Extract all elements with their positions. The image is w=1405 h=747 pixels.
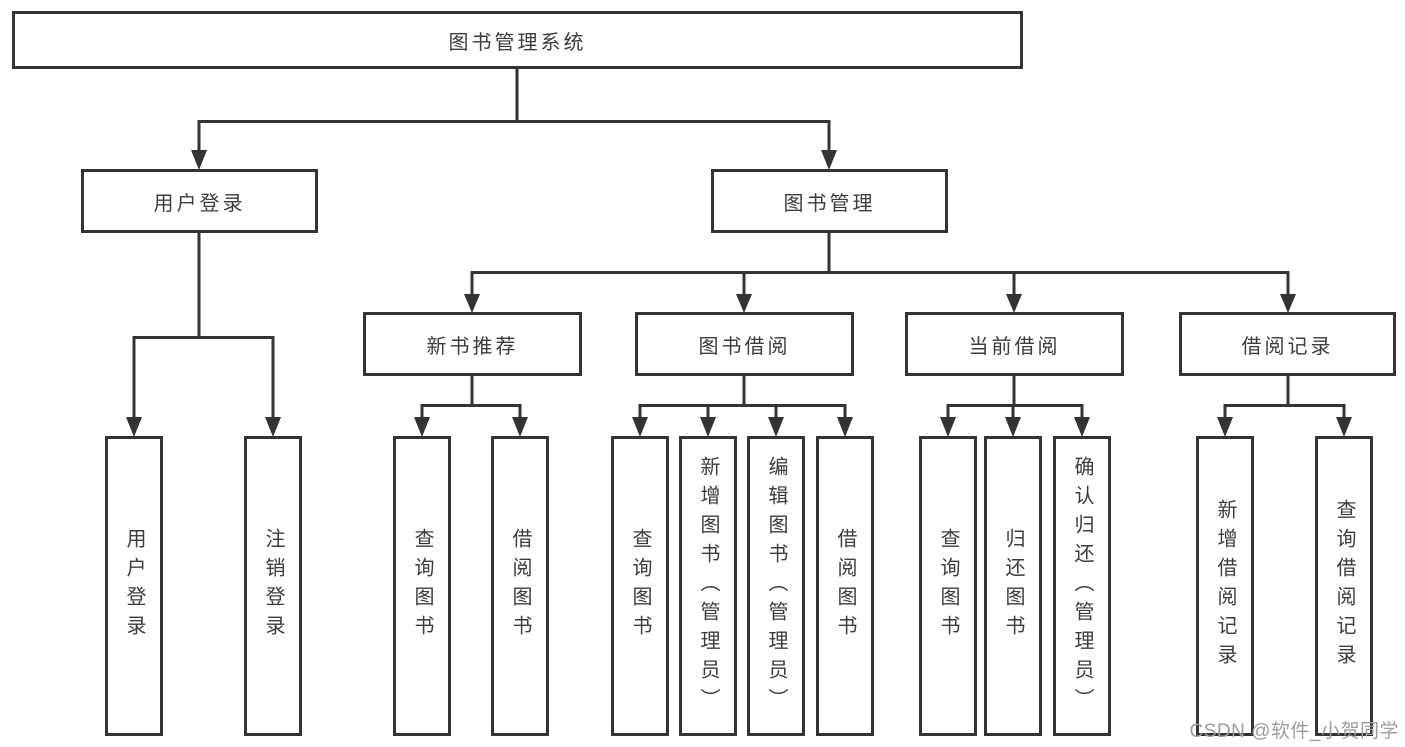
leaf-confirm-return-admin: 确认归还（管理员） [1053, 436, 1111, 736]
leaf-query-book-current-label: 查询图书 [937, 528, 959, 644]
leaf-add-borrow-record-label: 新增借阅记录 [1214, 499, 1236, 673]
leaf-borrow-book-recommend: 借阅图书 [491, 436, 549, 736]
leaf-edit-book-admin: 编辑图书（管理员） [747, 436, 805, 736]
watermark: CSDN @软件_小贺同学 [1189, 721, 1399, 742]
node-borrow-record-label: 借阅记录 [1241, 335, 1334, 358]
leaf-add-book-admin-label: 新增图书（管理员） [697, 455, 719, 717]
node-user-login: 用户登录 [81, 169, 318, 233]
leaf-query-book-borrow-label: 查询图书 [629, 528, 651, 644]
node-root: 图书管理系统 [12, 11, 1023, 69]
node-current-borrow-label: 当前借阅 [968, 335, 1061, 358]
node-new-book-recommend-label: 新书推荐 [426, 335, 519, 358]
node-book-borrow: 图书借阅 [635, 312, 854, 376]
leaf-add-book-admin: 新增图书（管理员） [679, 436, 737, 736]
node-new-book-recommend: 新书推荐 [363, 312, 582, 376]
node-user-login-label: 用户登录 [153, 192, 246, 215]
leaf-borrow-book-label: 借阅图书 [834, 528, 856, 644]
leaf-return-book: 归还图书 [984, 436, 1042, 736]
node-book-management: 图书管理 [711, 169, 948, 233]
leaf-logout: 注销登录 [244, 436, 302, 736]
node-borrow-record: 借阅记录 [1179, 312, 1396, 376]
node-current-borrow: 当前借阅 [905, 312, 1124, 376]
leaf-user-login: 用户登录 [105, 436, 163, 736]
leaf-query-book-recommend: 查询图书 [393, 436, 451, 736]
leaf-add-borrow-record: 新增借阅记录 [1196, 436, 1254, 736]
leaf-logout-label: 注销登录 [262, 528, 284, 644]
leaf-user-login-label: 用户登录 [123, 528, 145, 644]
leaf-return-book-label: 归还图书 [1002, 528, 1024, 644]
leaf-borrow-book-recommend-label: 借阅图书 [509, 528, 531, 644]
leaf-borrow-book: 借阅图书 [816, 436, 874, 736]
leaf-edit-book-admin-label: 编辑图书（管理员） [765, 455, 787, 717]
node-book-management-label: 图书管理 [783, 192, 876, 215]
leaf-query-book-recommend-label: 查询图书 [411, 528, 433, 644]
node-book-borrow-label: 图书借阅 [698, 335, 791, 358]
leaf-query-book-current: 查询图书 [919, 436, 977, 736]
leaf-query-borrow-record: 查询借阅记录 [1315, 436, 1373, 736]
leaf-query-book-borrow: 查询图书 [611, 436, 669, 736]
leaf-confirm-return-admin-label: 确认归还（管理员） [1071, 455, 1093, 717]
leaf-query-borrow-record-label: 查询借阅记录 [1333, 499, 1355, 673]
node-root-label: 图书管理系统 [448, 31, 587, 54]
